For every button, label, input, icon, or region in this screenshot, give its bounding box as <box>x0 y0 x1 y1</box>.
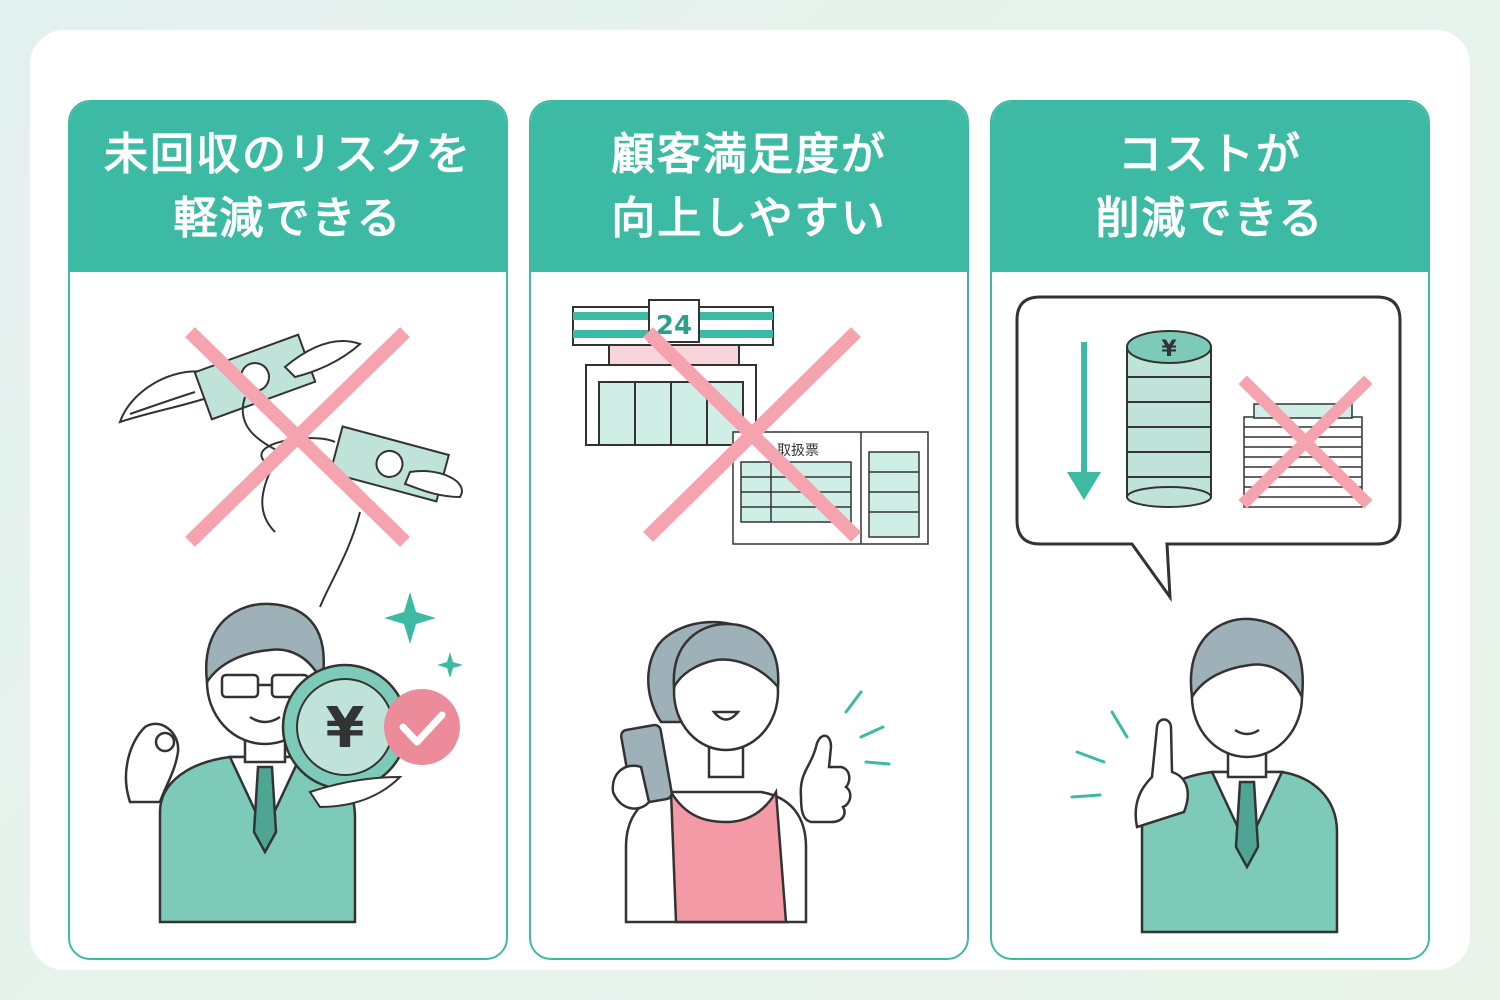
card-title-line2: 削減できる <box>1095 193 1325 244</box>
card-reduce-costs: コストが 削減できる <box>990 100 1430 960</box>
check-badge-icon <box>384 689 460 765</box>
svg-text:¥: ¥ <box>326 696 365 761</box>
card-title-line1: 顧客満足度が <box>611 129 887 180</box>
card-illustration: ¥ <box>992 272 1428 958</box>
coin-yen-symbol: ¥ <box>1161 337 1177 362</box>
sparkle-icon <box>384 592 463 678</box>
card-title-line2: 向上しやすい <box>611 193 887 244</box>
card-improve-customer-satisfaction: 顧客満足度が 向上しやすい 24 <box>529 100 969 960</box>
infographic-board: 未回収のリスクを 軽減できる <box>30 30 1470 970</box>
coin-stack-icon: ¥ <box>1126 330 1212 508</box>
flying-money-icon <box>118 333 463 608</box>
businessman-icon <box>124 602 357 924</box>
down-arrow-icon <box>1067 342 1101 500</box>
card-reduce-uncollected-risk: 未回収のリスクを 軽減できる <box>68 100 508 960</box>
red-x-icon <box>1238 375 1373 509</box>
businessman-pointing-icon <box>1070 617 1339 934</box>
card-header: 未回収のリスクを 軽減できる <box>70 102 506 272</box>
yen-coin-icon: ¥ <box>281 663 409 809</box>
card-illustration: 24 込取扱票 <box>531 272 967 958</box>
thumbs-up-icon <box>799 690 891 824</box>
card-header: コストが 削減できる <box>992 102 1428 272</box>
card-title-line1: 未回収のリスクを <box>104 129 472 180</box>
card-header: 顧客満足度が 向上しやすい <box>531 102 967 272</box>
red-x-icon <box>643 327 861 542</box>
red-x-icon <box>185 327 410 547</box>
card-title-line1: コストが <box>1118 129 1302 180</box>
card-illustration: ¥ <box>70 272 506 958</box>
card-title-line2: 軽減できる <box>173 193 403 244</box>
woman-smartphone-icon <box>611 620 808 924</box>
